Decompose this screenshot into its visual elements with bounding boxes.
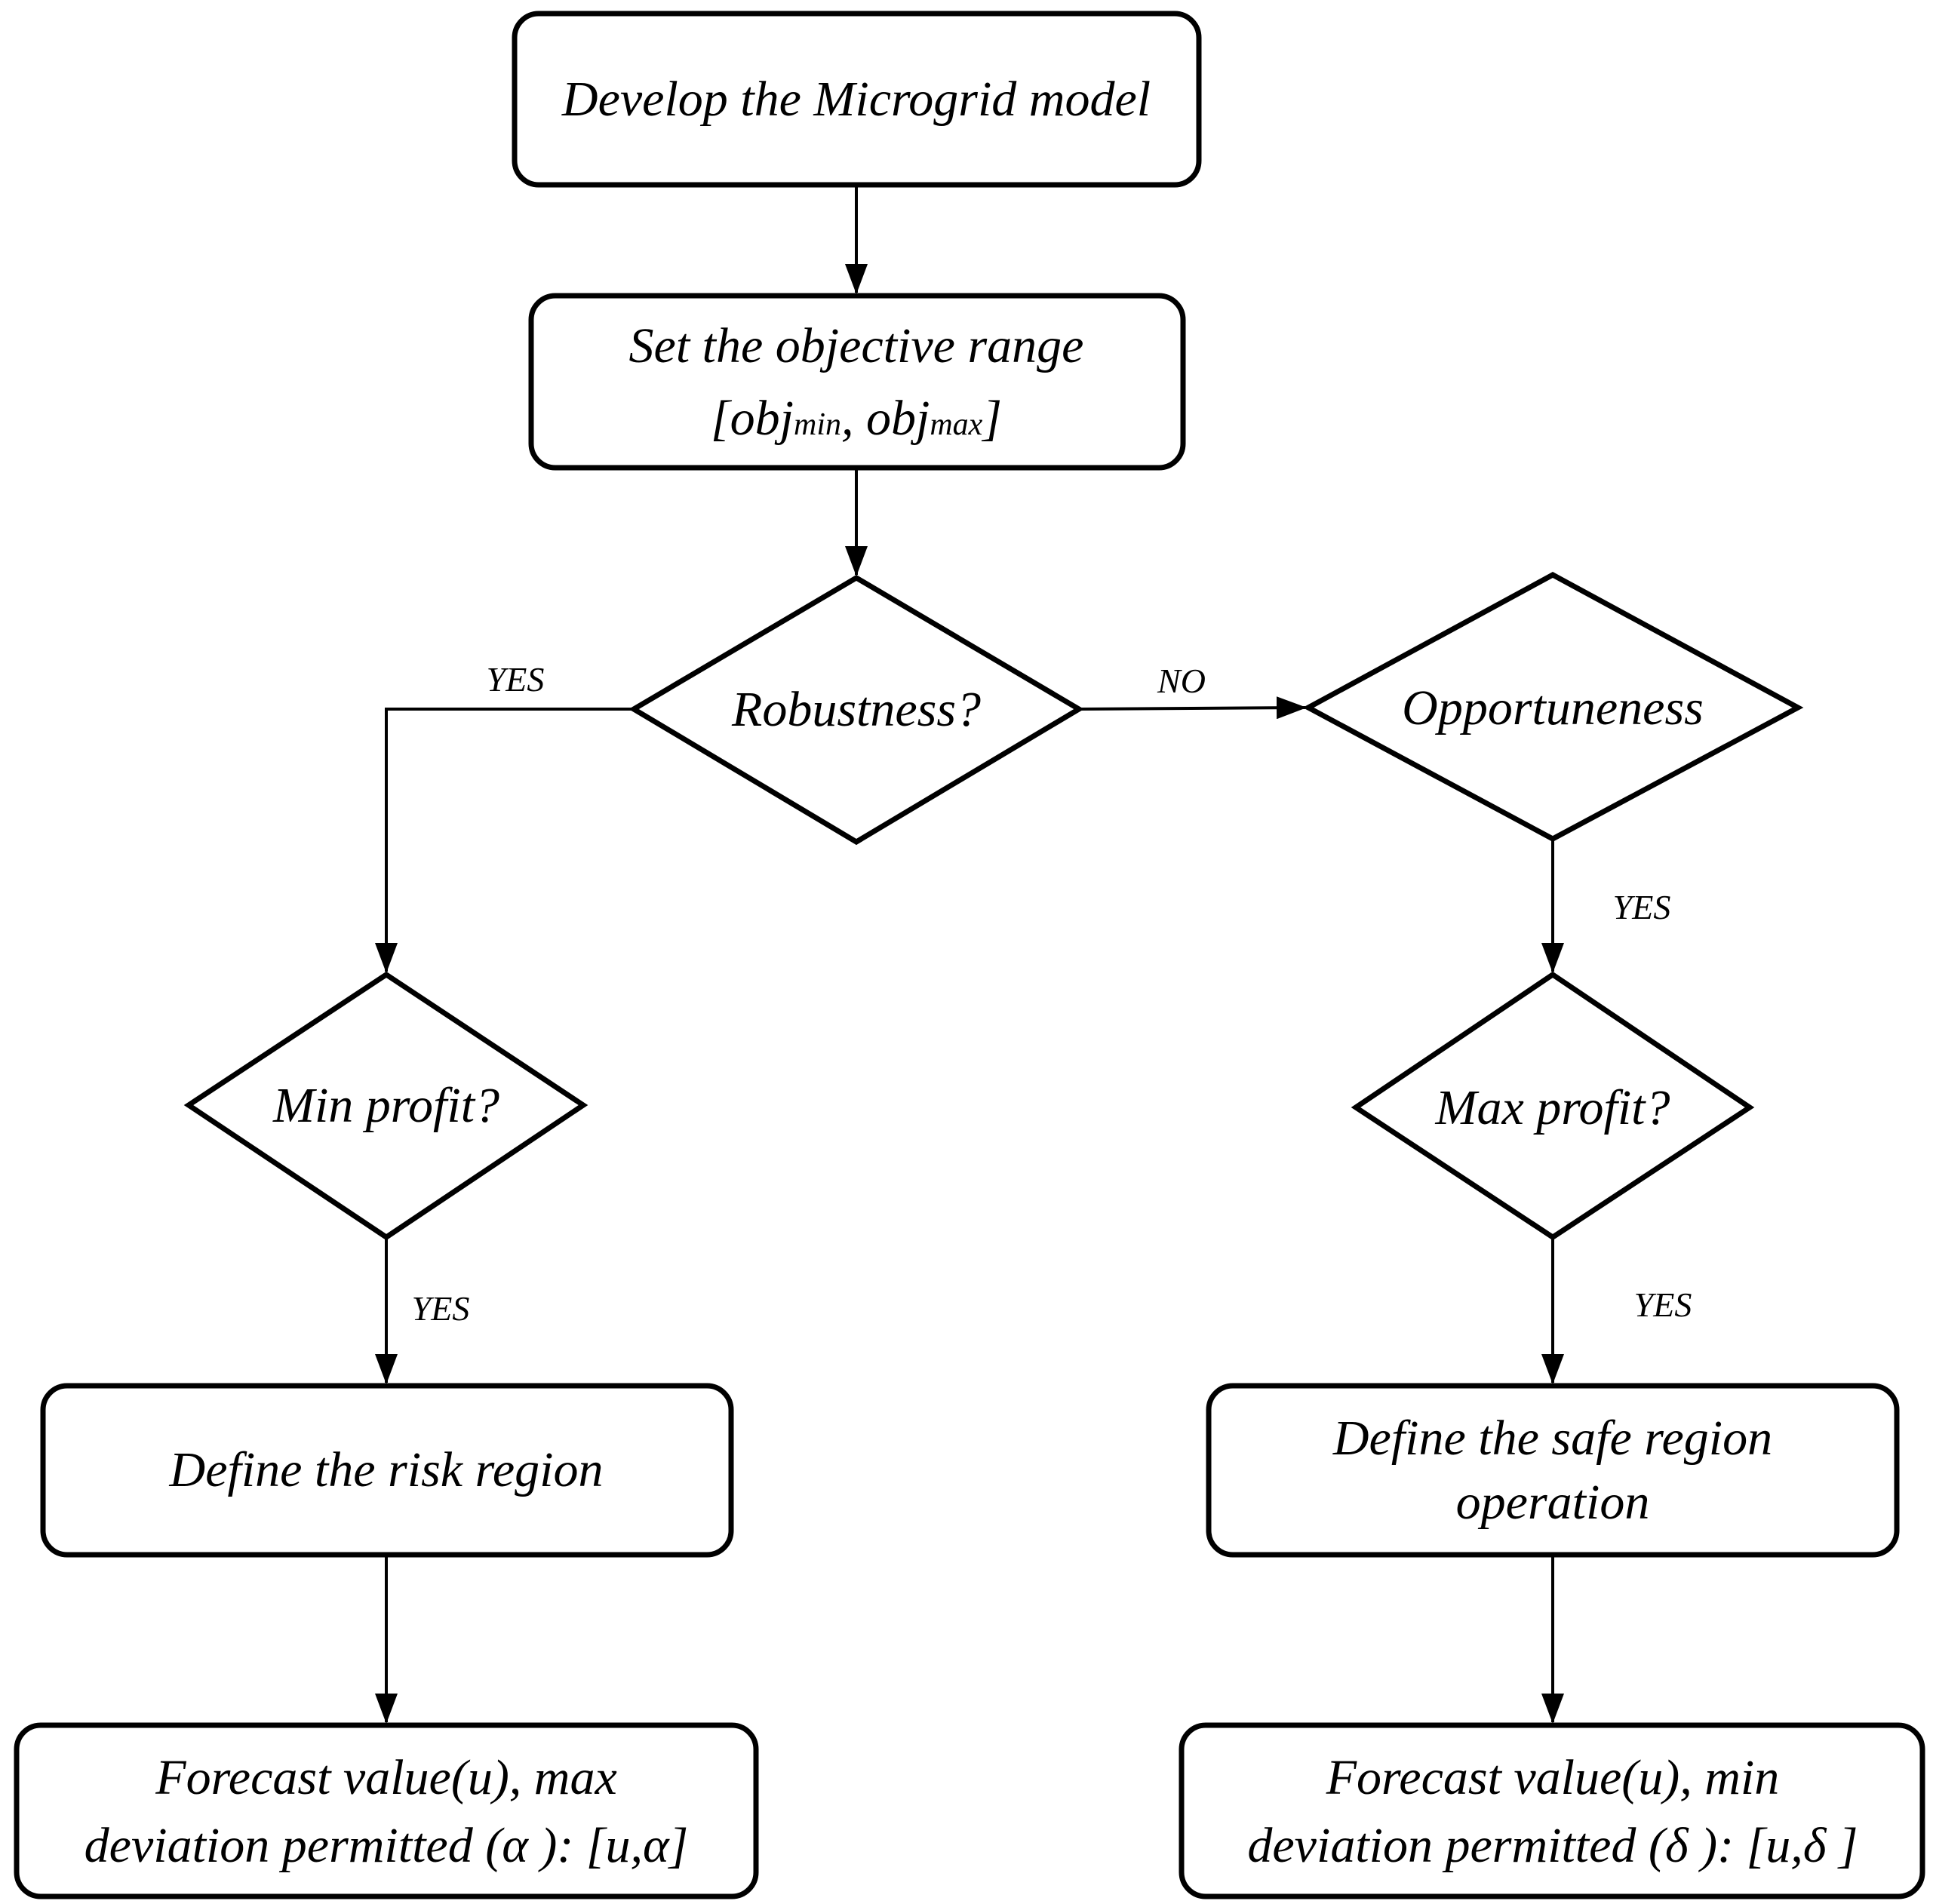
set-range-line1: Set the objective range [629, 318, 1084, 373]
robustness-text: Robustness? [731, 682, 981, 737]
min-profit-text: Min profit? [272, 1078, 499, 1133]
forecast-left-box [14, 1722, 759, 1899]
set-range-mid: , obj [841, 391, 930, 446]
opportuneness-yes-label: YES [1613, 888, 1671, 926]
set-range-suffix: ] [981, 391, 1002, 446]
safe-region-box [1206, 1383, 1900, 1558]
risk-region-text: Define the risk region [169, 1442, 604, 1497]
forecast-right-line1: Forecast value(u), min [1326, 1750, 1780, 1805]
forecast-left-line1: Forecast value(u), max [155, 1750, 617, 1805]
safe-region-line1: Define the safe region [1332, 1411, 1772, 1466]
arrow-robustness-no [1078, 696, 1307, 720]
set-range-line2: [objmin, objmax] [711, 391, 1002, 446]
min-profit-decision [183, 971, 589, 1241]
arrow-robustness-yes [375, 708, 634, 973]
forecast-right-line2: deviation permitted (δ ): [u,δ ] [1247, 1818, 1858, 1873]
safe-region-line2: operation [1456, 1475, 1650, 1530]
opportuneness-decision [1302, 572, 1804, 842]
robustness-no-label: NO [1157, 662, 1206, 700]
min-profit-yes-label: YES [412, 1289, 470, 1328]
max-profit-decision [1351, 971, 1755, 1241]
forecast-left-line2: deviation permitted (α ): [u,α] [85, 1818, 689, 1873]
set-range-prefix: [obj [711, 391, 794, 446]
robustness-yes-label: YES [487, 660, 545, 699]
develop-model-box [512, 11, 1202, 188]
set-range-sub-min: min [794, 407, 841, 442]
max-profit-text: Max profit? [1434, 1080, 1670, 1135]
opportuneness-text: Opportuneness [1402, 680, 1704, 735]
forecast-right-box [1179, 1722, 1925, 1899]
set-range-sub-max: max [930, 407, 982, 442]
max-profit-yes-label: YES [1634, 1285, 1692, 1324]
risk-region-box [40, 1383, 734, 1558]
robustness-decision [628, 574, 1084, 846]
develop-model-text: Develop the Microgrid model [561, 72, 1151, 127]
set-range-box [528, 293, 1186, 471]
